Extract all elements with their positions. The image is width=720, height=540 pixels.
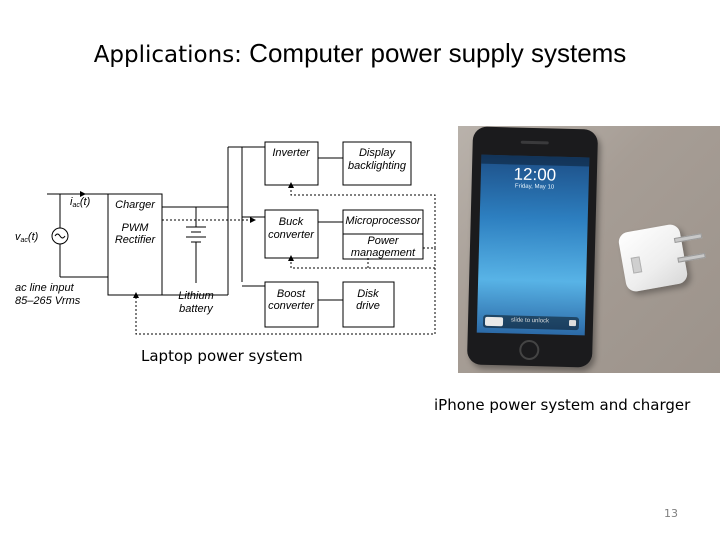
boost-block — [264, 281, 319, 328]
disk-block — [342, 281, 395, 328]
disk-label-2: drive — [356, 300, 380, 312]
buck-label-1: Buck — [279, 216, 304, 228]
power-label-2: management — [351, 247, 416, 259]
prong-icon — [673, 233, 703, 243]
home-button-icon — [519, 339, 540, 361]
page-number: 13 — [664, 507, 678, 520]
vrms-label: 85–265 Vrms — [15, 295, 81, 307]
lock-screen: 12:00 Friday, May 10 slide to unlock — [476, 154, 590, 336]
pwm-label-2: Rectifier — [115, 234, 157, 246]
display-label-1: Display — [359, 147, 397, 159]
charger-icon — [617, 223, 706, 293]
title-main: Computer power supply systems — [249, 38, 627, 68]
iphone-photo: 12:00 Friday, May 10 slide to unlock — [458, 126, 720, 373]
laptop-power-diagram: Inverter Display backlighting Charger PW… — [15, 141, 436, 335]
camera-icon — [568, 319, 577, 327]
slide-title: Applications: Computer power supply syst… — [0, 38, 720, 69]
inverter-block — [264, 141, 319, 186]
inverter-label: Inverter — [272, 147, 311, 159]
display-block — [342, 141, 412, 186]
buck-label-2: converter — [268, 229, 315, 241]
buck-block — [264, 209, 319, 259]
laptop-caption: Laptop power system — [141, 347, 303, 365]
unlock-slider: slide to unlock — [482, 314, 580, 331]
lithium-label-1: Lithium — [178, 290, 213, 302]
power-label-1: Power — [367, 235, 400, 247]
charger-block — [107, 193, 163, 296]
pwm-label-1: PWM — [122, 222, 150, 234]
usb-port-icon — [630, 256, 643, 274]
disk-label-1: Disk — [357, 288, 379, 300]
display-label-2: backlighting — [348, 160, 407, 172]
prong-icon — [677, 252, 706, 263]
iac-label: iac(t) — [70, 196, 91, 209]
iphone-caption: iPhone power system and charger — [434, 396, 691, 414]
title-prefix: Applications: — [93, 42, 242, 68]
microprocessor-label: Microprocessor — [345, 215, 422, 227]
vac-label: vac(t) — [15, 231, 39, 244]
iphone-icon: 12:00 Friday, May 10 slide to unlock — [466, 126, 599, 368]
unlock-text: slide to unlock — [510, 317, 550, 325]
charger-label: Charger — [115, 199, 156, 211]
boost-label-2: converter — [268, 300, 315, 312]
ac-input-label: ac line input — [15, 282, 75, 294]
power-management-block — [342, 233, 424, 260]
lithium-label-2: battery — [179, 303, 214, 315]
boost-label-1: Boost — [277, 288, 306, 300]
